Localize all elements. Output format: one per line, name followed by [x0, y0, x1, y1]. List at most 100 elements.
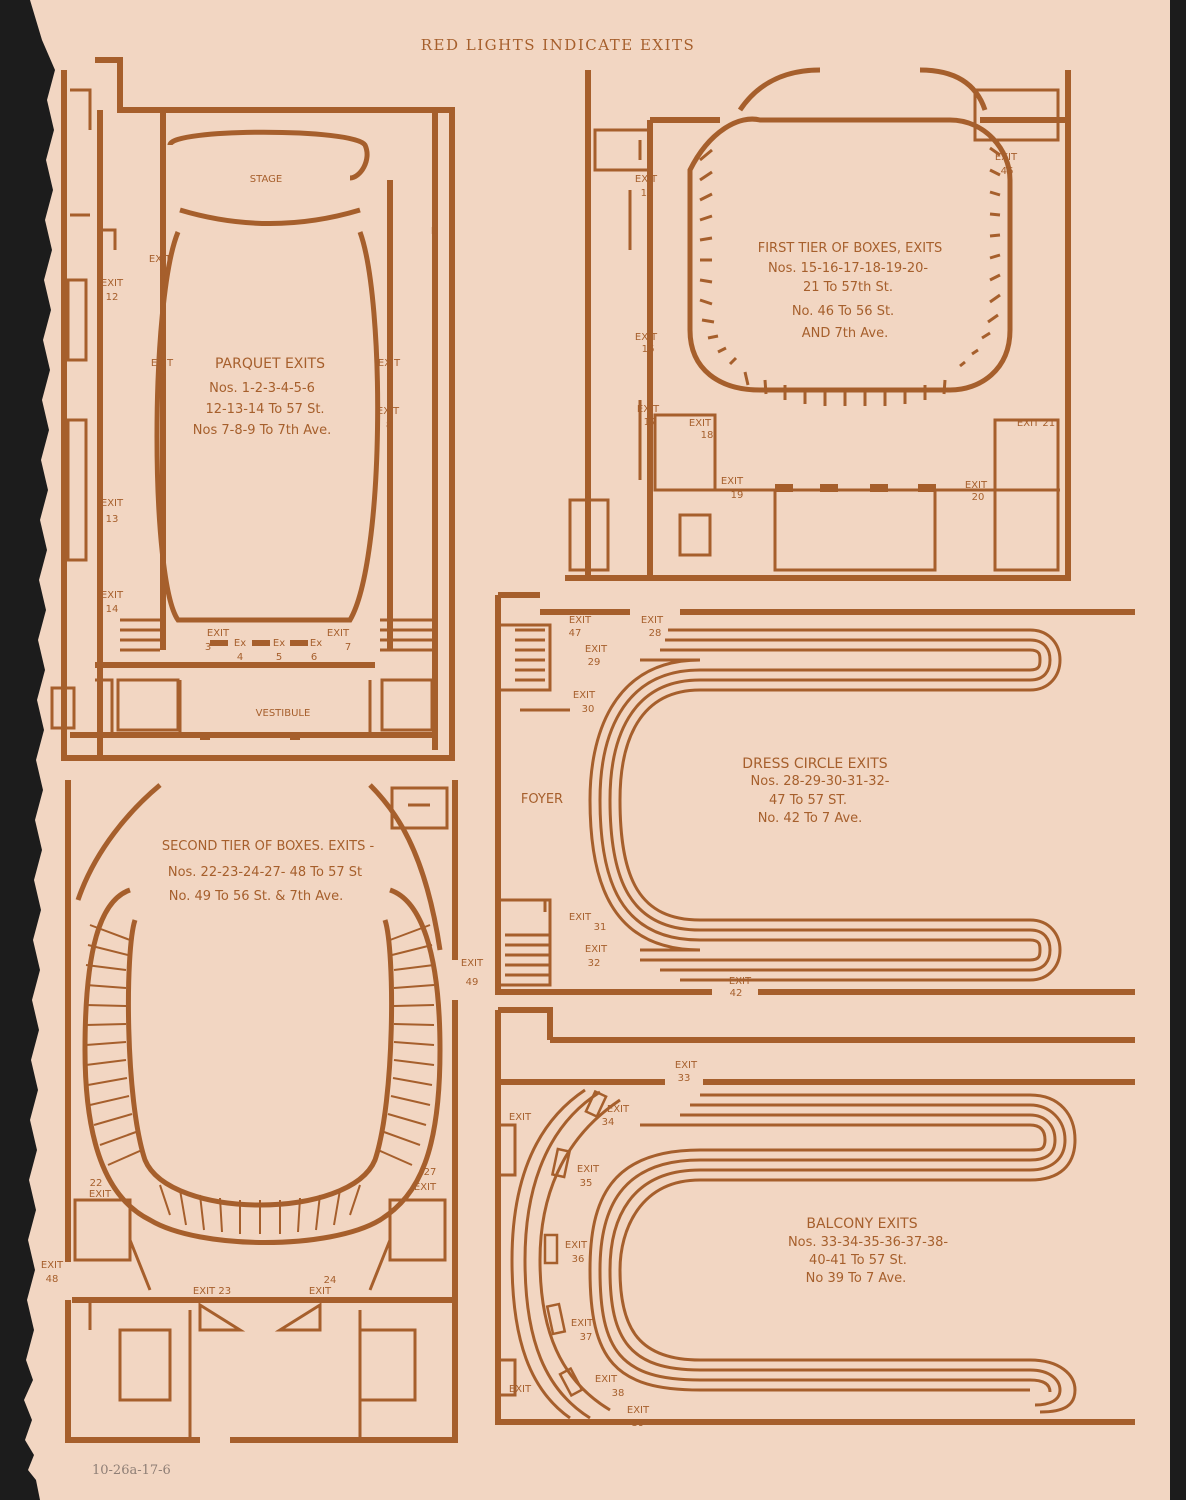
exit-number: 36 [572, 1254, 585, 1265]
exit-label: EXIT [149, 254, 172, 265]
exit-label: EXIT [675, 1060, 698, 1071]
exit-label: Ex [310, 638, 322, 649]
exit-label: EXIT [461, 958, 484, 969]
parquet-line-2: 12-13-14 To 57 St. [205, 402, 324, 417]
exit-label: EXIT [207, 628, 230, 639]
exit-label: EXIT 23 [193, 1286, 231, 1297]
exit-number: 7 [345, 642, 351, 653]
exit-number: 6 [311, 652, 317, 663]
exit-label: EXIT [569, 912, 592, 923]
exit-number: 22 [90, 1178, 103, 1189]
exit-number: 42 [730, 988, 743, 999]
second-tier-exit-labels: EXIT 49 22 EXIT 27 EXIT EXIT 48 EXIT 23 … [41, 958, 484, 1297]
page-heading: RED LIGHTS INDICATE EXITS [421, 36, 696, 54]
balcony-exit-labels: EXIT 33 EXIT EXIT 34 EXIT 35 EXIT 36 EXI… [509, 1060, 698, 1429]
exit-number: 18 [701, 430, 714, 441]
exit-label: EXIT [414, 1182, 437, 1193]
parquet-line-1: Nos. 1-2-3-4-5-6 [209, 381, 315, 396]
exit-label: EXIT [101, 590, 124, 601]
exit-number: 31 [594, 922, 607, 933]
exit-label: EXIT [627, 1405, 650, 1416]
exit-label: Ex [273, 638, 285, 649]
parquet-exit-labels: EXIT 1 EXIT 12 EXIT 2 EXIT 9 EXIT 8 EXIT… [101, 226, 437, 663]
second-tier-box-marks [85, 924, 435, 1234]
exit-number: 49 [466, 977, 479, 988]
paper-sheet [24, 0, 1170, 1500]
exit-number: 2 [160, 372, 166, 383]
exit-label: EXIT [689, 418, 712, 429]
exit-number: 38 [612, 1388, 625, 1399]
first-tier-box-marks [699, 146, 1001, 406]
exit-label: EXIT [585, 644, 608, 655]
first-tier-line-1: Nos. 15-16-17-18-19-20- [768, 261, 928, 276]
exit-label: EXIT [101, 278, 124, 289]
second-tier-line-2: No. 49 To 56 St. & 7th Ave. [169, 889, 343, 904]
exit-label: EXIT [595, 1374, 618, 1385]
exit-label: EXIT [509, 1112, 532, 1123]
exit-number: 35 [580, 1178, 593, 1189]
exit-label: EXIT [573, 690, 596, 701]
exit-label: EXIT [309, 1286, 332, 1297]
exit-number: 33 [678, 1073, 691, 1084]
exit-label: EXIT [965, 480, 988, 491]
exit-number: 47 [569, 628, 582, 639]
exit-label: EXIT [377, 406, 400, 417]
first-tier-line-3: No. 46 To 56 St. [792, 304, 894, 319]
balcony-line-1: Nos. 33-34-35-36-37-38- [788, 1235, 948, 1250]
exit-number: 16 [642, 344, 655, 355]
dress-circle-title: DRESS CIRCLE EXITS [742, 756, 888, 772]
first-tier-line-2: 21 To 57th St. [803, 280, 893, 295]
exit-label: EXIT [635, 332, 658, 343]
exit-label: Ex [234, 638, 246, 649]
first-tier-plan: FIRST TIER OF BOXES, EXITS Nos. 15-16-17… [565, 67, 1071, 581]
exit-label: EXIT [577, 1164, 600, 1175]
exit-number: 9 [387, 372, 393, 383]
dress-circle-line-3: No. 42 To 7 Ave. [758, 811, 863, 826]
exit-number: 12 [106, 292, 119, 303]
exit-label: EXIT [41, 1260, 64, 1271]
exit-label: EXIT [89, 1189, 112, 1200]
exit-number: 3 [205, 642, 211, 653]
dress-circle-line-1: Nos. 28-29-30-31-32- [751, 774, 890, 789]
exit-number: 48 [46, 1274, 59, 1285]
exit-label: EXIT [378, 358, 401, 369]
exit-number: 5 [276, 652, 282, 663]
second-tier-line-1: Nos. 22-23-24-27- 48 To 57 St [168, 865, 362, 880]
exit-number: 1 [159, 268, 165, 279]
parquet-plan: STAGE VESTIBULE PARQUET EXITS Nos. 1-2-3… [50, 57, 455, 761]
exit-label: EXIT [565, 1240, 588, 1251]
exit-number: 39 [632, 1418, 645, 1429]
exit-label: EXIT [995, 152, 1018, 163]
balcony-line-3: No 39 To 7 Ave. [806, 1271, 907, 1286]
dress-circle-exit-labels: EXIT 47 EXIT 28 EXIT 29 EXIT 30 EXIT 31 … [569, 615, 752, 999]
handwritten-date: 10-26a-17-6 [92, 1463, 171, 1478]
exit-label: EXIT [607, 1104, 630, 1115]
exit-number: 32 [588, 958, 601, 969]
exit-label: EXIT [585, 944, 608, 955]
balcony-plan: BALCONY EXITS Nos. 33-34-35-36-37-38- 40… [495, 1007, 1135, 1429]
exit-number: 15 [641, 188, 654, 199]
dress-circle-line-2: 47 To 57 ST. [769, 793, 847, 808]
exit-label: EXIT [571, 1318, 594, 1329]
parquet-line-3: Nos 7-8-9 To 7th Ave. [193, 423, 331, 438]
exit-label: EXIT [635, 174, 658, 185]
exit-label: EXIT [509, 1384, 532, 1395]
exit-label: EXIT [729, 976, 752, 987]
second-tier-title: SECOND TIER OF BOXES. EXITS - [162, 839, 375, 854]
parquet-title: PARQUET EXITS [215, 356, 325, 372]
side-mark: E [431, 226, 437, 237]
exit-label: EXIT [641, 615, 664, 626]
foyer-label: FOYER [521, 792, 563, 807]
exit-number: 8 [386, 420, 392, 431]
stage-label: STAGE [250, 174, 282, 185]
exit-label: EXIT [721, 476, 744, 487]
exit-label: EXIT [151, 358, 174, 369]
exit-label: EXIT [569, 615, 592, 626]
exit-number: 14 [106, 604, 119, 615]
exit-number: 4 [237, 652, 243, 663]
exit-number: 28 [649, 628, 662, 639]
dress-circle-plan: FOYER DRESS CIRCLE EXITS Nos. 28-29-30-3… [495, 592, 1135, 999]
exit-label: EXIT [327, 628, 350, 639]
exit-label: EXIT 21 [1017, 418, 1055, 429]
